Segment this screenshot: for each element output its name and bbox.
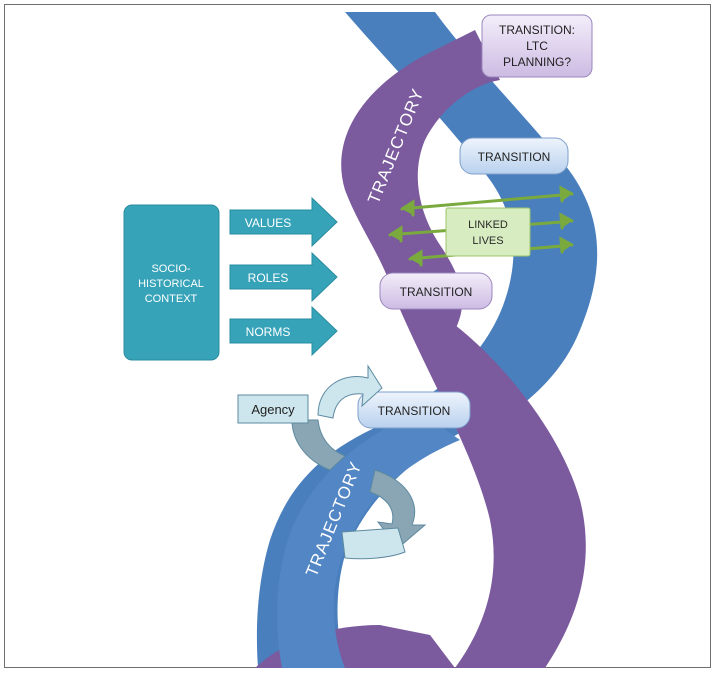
purple-ribbon-top: [341, 30, 500, 330]
transition-lower: TRANSITION: [357, 391, 471, 429]
transition-upper: TRANSITION: [459, 137, 569, 175]
transition-ltc-planning: TRANSITION: LTC PLANNING?: [481, 14, 593, 78]
context-line-1: SOCIO-: [151, 263, 190, 275]
svg-text:NORMS: NORMS: [246, 325, 291, 339]
agency-box: Agency: [237, 394, 309, 424]
agency-curve-arrow-left: [291, 419, 346, 471]
agency-curve-arrow-bottom: [369, 469, 427, 549]
roles-arrow: ROLES: [229, 251, 338, 303]
linked-lives-box: LINKED LIVES: [445, 207, 531, 257]
transition-middle: TRANSITION: [379, 272, 493, 310]
values-arrow: VALUES: [229, 196, 338, 248]
agency-curve-arrow-top: [317, 364, 383, 419]
norms-arrow: NORMS: [229, 305, 338, 357]
context-line-3: CONTEXT: [145, 293, 198, 305]
svg-text:LTC: LTC: [526, 39, 548, 53]
svg-text:TRANSITION:: TRANSITION:: [499, 23, 575, 37]
svg-text:TRANSITION: TRANSITION: [378, 404, 451, 418]
blue-ribbon-front-fold: [277, 412, 460, 668]
context-line-2: HISTORICAL: [138, 278, 204, 290]
svg-text:TRANSITION: TRANSITION: [478, 150, 551, 164]
linked-lives-line-2: LIVES: [472, 235, 503, 247]
agency-curve-arrow-return: [341, 527, 406, 560]
svg-text:PLANNING?: PLANNING?: [503, 55, 571, 69]
purple-ribbon-middle: [395, 298, 586, 668]
socio-historical-context-box: SOCIO- HISTORICAL CONTEXT: [123, 204, 220, 361]
svg-text:VALUES: VALUES: [245, 216, 291, 230]
linked-lives-line-1: LINKED: [468, 219, 508, 231]
svg-text:TRANSITION: TRANSITION: [400, 285, 473, 299]
blue-ribbon-top: [345, 12, 598, 440]
svg-text:ROLES: ROLES: [248, 271, 289, 285]
svg-text:Agency: Agency: [251, 402, 295, 417]
